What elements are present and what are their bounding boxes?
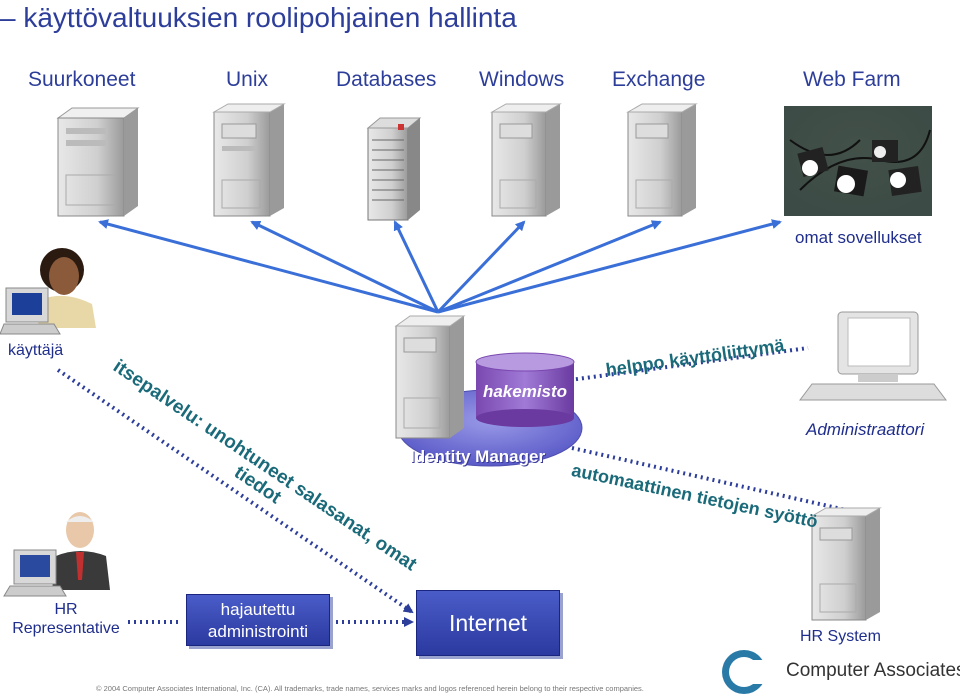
arrow-to-windows [436,220,526,314]
label-hr-line2: Representative [12,620,120,637]
arrow-to-exchange [437,220,662,314]
arrow-to-suurkoneet [98,219,439,314]
computer-associates-logo: Computer Associates® [786,660,960,682]
database-server-icon [366,117,422,221]
internet-box: Internet [416,590,560,656]
page-title: – käyttövaltuuksien roolipohjainen halli… [0,2,517,33]
label-identity-manager: Identity Manager [410,447,546,466]
arrow-to-web-farm [437,219,782,314]
unix-server-icon [212,103,286,217]
dotted-identity-to-hr-system [571,446,847,512]
hajautettu-administrointi-box: hajautettu administrointi [186,594,330,646]
dotted-identity-to-admin [569,346,809,382]
directory-cylinder-icon [475,352,575,427]
category-windows: Windows [479,68,565,91]
category-databases: Databases [336,68,437,91]
label-hr-system: HR System [800,628,881,645]
category-unix: Unix [226,68,269,91]
user-woman-computer-icon [0,248,96,335]
label-omat-sovellukset: omat sovellukset [795,228,922,247]
label-administrointi: administrointi [207,622,309,641]
footer-copyright: © 2004 Computer Associates International… [96,684,644,693]
label-hakemisto: hakemisto [482,382,568,401]
exchange-server-icon [626,103,698,217]
identity-server-icon [394,315,466,439]
web-farm-photo [784,106,932,216]
windows-server-icon [490,103,562,217]
category-suurkoneet: Suurkoneet [28,68,136,91]
arrow-to-databases [393,220,440,313]
hr-system-server-icon [810,507,882,621]
admin-computer-icon [799,311,947,401]
dotted-user-to-internet [56,368,414,614]
hr-man-computer-icon [3,512,110,597]
label-kayttaja: käyttäjä [8,342,64,359]
label-hajautettu: hajautettu [220,600,296,619]
label-hr-representative: HR Representative [4,600,128,638]
ca-logo-icon [722,650,768,694]
logo-text: Computer Associates [786,660,960,681]
mainframe-server-icon [56,107,140,217]
category-web-farm: Web Farm [803,68,901,91]
category-exchange: Exchange [612,68,706,91]
label-administraattori: Administraattori [806,420,925,439]
label-hr-line1: HR [54,601,78,618]
arrow-to-unix [250,220,439,314]
